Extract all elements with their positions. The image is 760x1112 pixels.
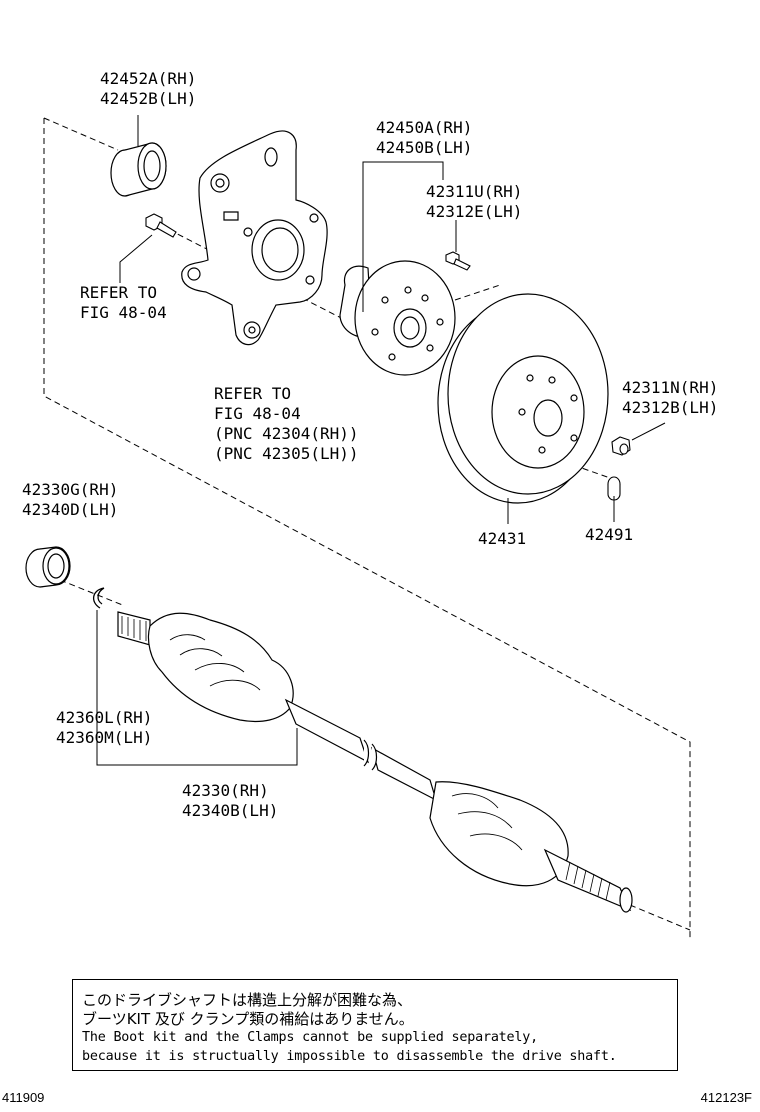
label-42360l: 42360L(RH) (56, 708, 152, 727)
label-42340d: 42340D(LH) (22, 500, 118, 519)
label-42330g: 42330G(RH) (22, 480, 118, 499)
label-42452a: 42452A(RH) (100, 69, 196, 88)
supply-note-box (72, 979, 678, 1071)
axis-line-hub (454, 284, 501, 301)
label-fig-48-04-1: FIG 48-04 (80, 303, 167, 322)
shaft-break-mark (363, 739, 378, 771)
label-42360m: 42360M(LH) (56, 728, 152, 747)
oil-seal-42452 (110, 142, 167, 197)
lug-nut (611, 436, 631, 456)
note-ja-line1: このドライブシャフトは構造上分解が困難な為、 (82, 991, 413, 1009)
axis-line-lower (59, 579, 126, 607)
label-42450a: 42450A(RH) (376, 118, 472, 137)
label-pnc-42305: (PNC 42305(LH)) (214, 444, 359, 463)
snap-ring (93, 587, 105, 609)
label-refer-to-2: REFER TO (214, 384, 291, 403)
hub-bolt (445, 251, 471, 271)
axis-line-end (629, 904, 691, 931)
label-42311u: 42311U(RH) (426, 182, 522, 201)
label-42312b: 42312B(LH) (622, 398, 718, 417)
note-en-line1: The Boot kit and the Clamps cannot be su… (82, 1030, 538, 1045)
note-ja-line2: ブーツKIT 及び クランプ類の補給はありません。 (82, 1010, 414, 1028)
label-42311n: 42311N(RH) (622, 378, 718, 397)
label-pnc-42304: (PNC 42304(RH)) (214, 424, 359, 443)
label-42340b: 42340B(LH) (182, 801, 278, 820)
knuckle-bolt (145, 213, 177, 238)
label-42452b: 42452B(LH) (100, 89, 196, 108)
note-en-line2: because it is structually impossible to … (82, 1049, 617, 1064)
label-42431: 42431 (478, 529, 526, 548)
label-42312e: 42312E(LH) (426, 202, 522, 221)
label-fig-48-04-2: FIG 48-04 (214, 404, 301, 423)
group-boundary-top (43, 117, 119, 151)
disc-rotor-42431 (437, 293, 609, 504)
label-42450b: 42450B(LH) (376, 138, 472, 157)
set-screw (607, 476, 621, 501)
footer-right-code: 412123F (700, 1090, 752, 1105)
footer-left-code: 411909 (2, 1090, 45, 1105)
label-42491: 42491 (585, 525, 633, 544)
group-boundary (43, 118, 691, 940)
hub-bearing-42450 (339, 260, 456, 376)
drive-shaft-42330 (117, 611, 633, 913)
part-labels: 42452A(RH) 42452B(LH) 42450A(RH) 42450B(… (22, 69, 718, 820)
steering-knuckle (181, 130, 328, 346)
shaft-seal (25, 546, 71, 588)
label-42330: 42330(RH) (182, 781, 269, 800)
label-refer-to-1: REFER TO (80, 283, 157, 302)
